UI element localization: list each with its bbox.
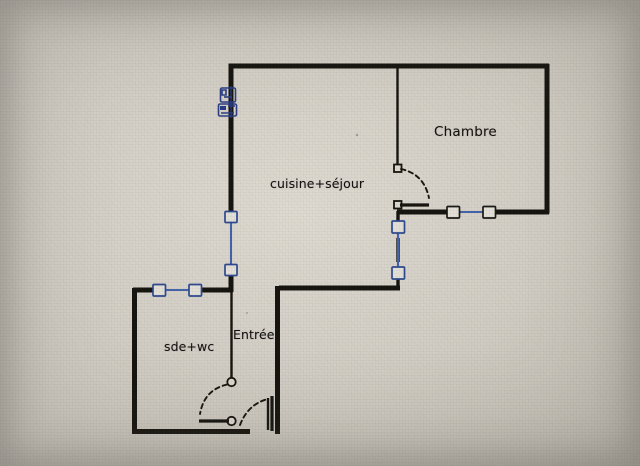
paper-speck (355, 133, 359, 137)
window-sde-north (152, 283, 203, 297)
room-label-entree: Entrée (233, 327, 275, 342)
room-label-chambre: Chambre (434, 124, 497, 140)
room-label-cuisine-sejour: cuisine+séjour (270, 176, 365, 191)
window-chambre-south (446, 205, 497, 219)
room-label-sde-wc: sde+wc (164, 339, 215, 354)
window-corridor (391, 220, 406, 280)
fixture-symbol-blue (217, 86, 238, 118)
window-left-wall (224, 210, 238, 277)
door-chambre (393, 163, 430, 210)
wall-group-exterior (132, 63, 550, 434)
door-sde-wc (199, 376, 237, 427)
paper-speck (246, 312, 248, 314)
door-entrance (239, 396, 274, 431)
